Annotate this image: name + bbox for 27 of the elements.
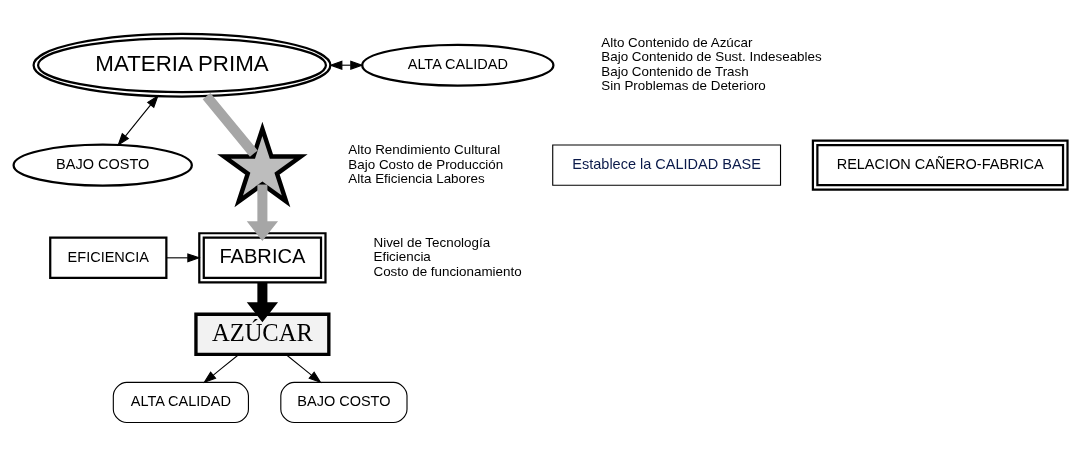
node-box: BAJO COSTO — [280, 381, 408, 424]
node-box: Establece la CALIDAD BASE — [552, 144, 782, 186]
node-box: ALTA CALIDAD — [112, 381, 249, 424]
node-ellipse: ALTA CALIDAD — [361, 43, 555, 87]
arrow — [329, 60, 364, 70]
node-box: AZÚCAR — [194, 312, 331, 357]
node-label: Bajo Contenido de Sust. Indeseables — [601, 49, 822, 65]
node-label: Alta Eficiencia Labores — [348, 171, 485, 187]
node-star — [217, 121, 308, 208]
node-ellipse: BAJO COSTO — [12, 143, 193, 187]
node-box: RELACION CAÑERO-FABRICA — [811, 139, 1069, 191]
node-label: Bajo Contenido de Trash — [601, 63, 749, 79]
arrow — [165, 253, 201, 263]
node-label: Nivel de Tecnología — [373, 234, 491, 250]
node-box: FABRICA — [198, 232, 327, 284]
arrow — [117, 94, 159, 147]
node-label: Alto Contenido de Azúcar — [601, 34, 753, 50]
arrow — [203, 353, 240, 384]
arrow — [285, 353, 322, 384]
arrow — [246, 282, 279, 323]
node-box: EFICIENCIA — [49, 236, 168, 280]
node-label: Bajo Costo de Producción — [348, 156, 504, 172]
node-label: Sin Problemas de Deterioro — [601, 78, 766, 94]
node-ellipse: MATERIA PRIMA — [32, 32, 332, 98]
node-label: Alto Rendimiento Cultural — [348, 142, 501, 158]
node-label: Eficiencia — [373, 249, 431, 265]
node-label: Costo de funcionamiento — [373, 263, 522, 279]
